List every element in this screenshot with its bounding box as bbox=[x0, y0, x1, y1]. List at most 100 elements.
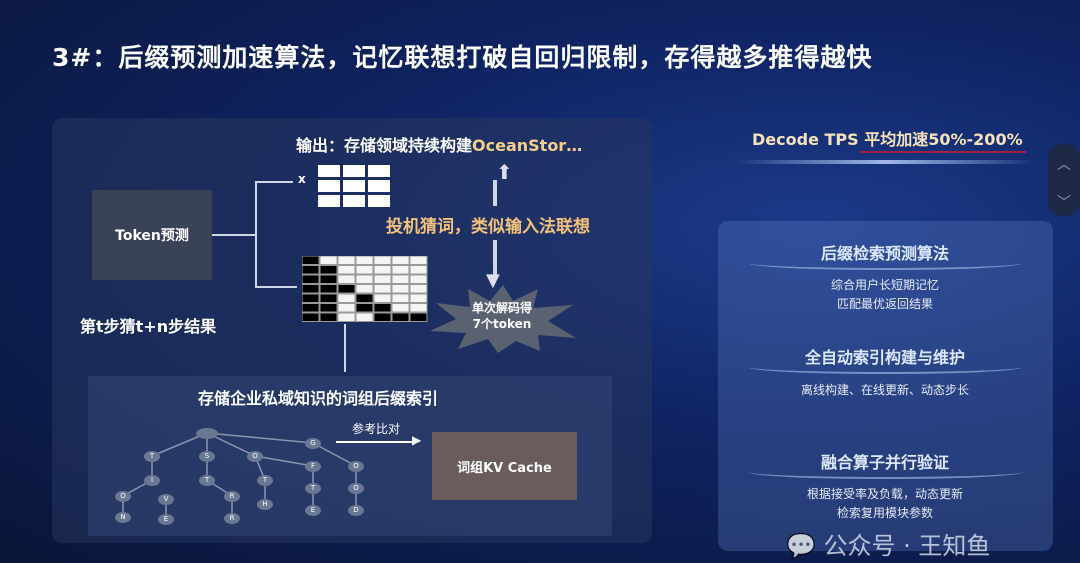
grid-cell bbox=[355, 312, 374, 322]
grid-cell bbox=[355, 303, 374, 313]
heading-bar bbox=[748, 360, 1023, 374]
connector bbox=[255, 181, 293, 183]
x-label: x bbox=[298, 172, 306, 186]
arrow-down-icon: ▼ bbox=[486, 270, 500, 291]
step-label: 第t步猜t+n步结果 bbox=[80, 317, 217, 336]
wechat-icon: 💬 bbox=[786, 532, 816, 560]
connector bbox=[255, 181, 257, 287]
grid-cell bbox=[355, 274, 374, 284]
multi-token-grid bbox=[302, 256, 428, 322]
arrow-shaft bbox=[493, 240, 497, 276]
tree-node: O bbox=[348, 461, 364, 472]
grid-cell bbox=[302, 274, 320, 284]
grid-cell bbox=[373, 265, 392, 275]
grid-cell bbox=[355, 256, 374, 265]
tree-node: R bbox=[224, 491, 240, 502]
grid-cell bbox=[337, 256, 356, 265]
tree-node: N bbox=[115, 512, 131, 523]
tree-node: V bbox=[158, 494, 174, 505]
tree-node: S bbox=[199, 451, 215, 462]
grid-cell bbox=[409, 256, 428, 265]
grid-cell bbox=[391, 284, 410, 294]
tree-node: O bbox=[115, 491, 131, 502]
token-prediction-box: Token预测 bbox=[92, 190, 212, 280]
text-line: 检索复用模块参数 bbox=[836, 506, 933, 520]
grid-cell bbox=[391, 293, 410, 303]
tree-node: O bbox=[348, 483, 364, 494]
speculative-guess-label: 投机猜词，类似输入法联想 bbox=[386, 217, 590, 237]
chevron-down-icon[interactable]: ﹀ bbox=[1057, 195, 1071, 211]
grid-cell bbox=[319, 312, 338, 322]
grid-cell bbox=[373, 256, 392, 265]
grid-cell bbox=[337, 303, 356, 313]
slide-title: 3#：后缀预测加速算法，记忆联想打破自回归限制，存得越多推得越快 bbox=[52, 43, 873, 72]
grid-cell bbox=[302, 265, 320, 275]
watermark: 💬 公众号 · 王知鱼 bbox=[786, 532, 990, 560]
grid-cell bbox=[391, 265, 410, 275]
heading-bar bbox=[748, 465, 1023, 479]
grid-cell bbox=[337, 274, 356, 284]
grid-cell bbox=[373, 312, 392, 322]
tree-edge bbox=[206, 432, 314, 444]
grid-cell bbox=[337, 284, 356, 294]
grid-cell bbox=[337, 293, 356, 303]
arrow-up-icon: ⬆ bbox=[496, 160, 513, 184]
grid-cell bbox=[409, 265, 428, 275]
tree-node: D bbox=[348, 505, 364, 516]
text-line: 综合用户长短期记忆 bbox=[830, 278, 939, 292]
grid-cell bbox=[409, 274, 428, 284]
grid-cell bbox=[391, 256, 410, 265]
grid-cell bbox=[319, 265, 338, 275]
connector bbox=[344, 324, 346, 372]
compare-arrow bbox=[336, 441, 416, 443]
connector bbox=[255, 286, 297, 288]
output-highlight: OceanStor… bbox=[472, 136, 583, 155]
tree-node: E bbox=[305, 505, 321, 516]
starburst-icon bbox=[430, 285, 576, 353]
section-text: 离线构建、在线更新、动态步长 bbox=[740, 381, 1030, 400]
grid-cell bbox=[337, 265, 356, 275]
burst-line2: 7个token bbox=[472, 317, 532, 331]
arrow-right-icon: ▶ bbox=[412, 433, 422, 447]
tree-node: T bbox=[305, 483, 321, 494]
tps-underline bbox=[860, 151, 1026, 153]
tree-node: T bbox=[144, 451, 160, 462]
grid-cell bbox=[319, 256, 338, 265]
output-label: 输出：存储领域持续构建 bbox=[296, 136, 473, 155]
grid-cell bbox=[355, 293, 374, 303]
grid-cell bbox=[355, 265, 374, 275]
grid-cell bbox=[302, 303, 320, 313]
grid-cell bbox=[391, 303, 410, 313]
text-line: 匹配最优返回结果 bbox=[836, 297, 933, 311]
connector bbox=[212, 234, 256, 236]
grid-cell bbox=[319, 293, 338, 303]
text-line: 根据接受率及负载，动态更新 bbox=[806, 487, 963, 501]
grid-cell bbox=[373, 303, 392, 313]
chevron-up-icon[interactable]: ︿ bbox=[1057, 157, 1071, 173]
grid-cell bbox=[373, 293, 392, 303]
grid-cell bbox=[409, 293, 428, 303]
grid-cell bbox=[337, 312, 356, 322]
tree-node: G bbox=[305, 438, 321, 449]
tree-node: H bbox=[257, 499, 273, 510]
section-text: 根据接受率及负载，动态更新检索复用模块参数 bbox=[740, 485, 1030, 523]
scroll-control[interactable]: ︿ ﹀ bbox=[1048, 144, 1080, 216]
text-line: 离线构建、在线更新、动态步长 bbox=[800, 383, 969, 397]
glow-bar bbox=[735, 160, 1035, 164]
arrow-shaft bbox=[493, 180, 497, 206]
compare-label: 参考比对 bbox=[352, 422, 401, 436]
grid-cell bbox=[319, 303, 338, 313]
tree-node: I bbox=[144, 475, 160, 486]
grid-cell bbox=[355, 284, 374, 294]
tree-edge bbox=[254, 455, 314, 467]
tree-node bbox=[196, 428, 218, 439]
tree-node: T bbox=[199, 475, 215, 486]
single-token-grid bbox=[318, 165, 390, 207]
tps-prefix: Decode TPS bbox=[752, 130, 859, 149]
grid-cell bbox=[302, 293, 320, 303]
grid-cell bbox=[409, 312, 428, 322]
index-title: 存储企业私域知识的词组后缀索引 bbox=[198, 389, 439, 408]
grid-cell bbox=[409, 284, 428, 294]
tps-suffix: 平均加速50%-200% bbox=[864, 130, 1023, 149]
